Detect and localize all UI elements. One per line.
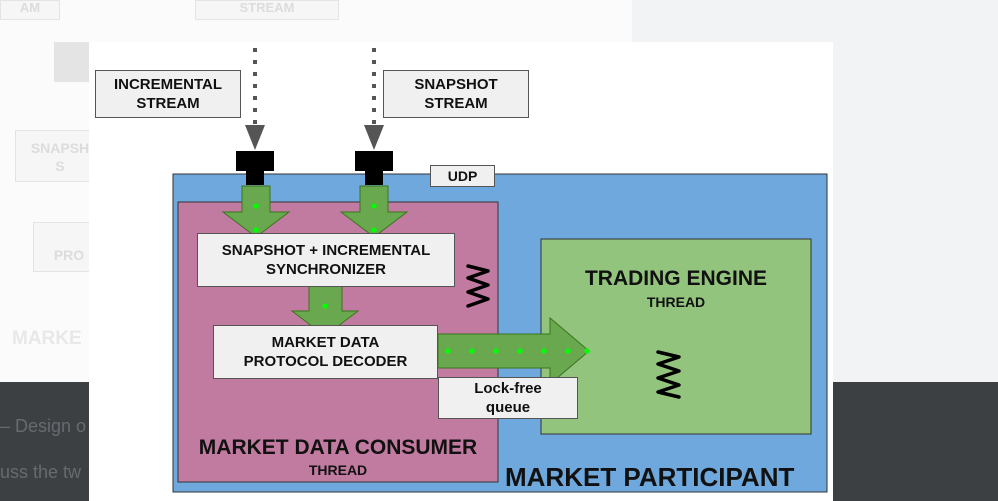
synchronizer-box: SNAPSHOT + INCREMENTAL SYNCHRONIZER bbox=[197, 233, 455, 287]
market-participant-title: MARKET PARTICIPANT bbox=[505, 462, 795, 492]
engine-spring-icon bbox=[656, 350, 681, 399]
snapshot-green-arrow bbox=[339, 185, 409, 238]
incremental-stream-label: INCREMENTAL STREAM bbox=[95, 70, 241, 118]
background-line-2: uss the tw bbox=[0, 462, 82, 482]
sync-to-decoder-arrow bbox=[290, 285, 360, 337]
protocol-decoder-box: MARKET DATA PROTOCOL DECODER bbox=[213, 325, 438, 379]
snapshot-arrow-head bbox=[364, 125, 384, 150]
incremental-connector-icon bbox=[236, 151, 274, 185]
background-line-1: – Design o bbox=[0, 416, 87, 436]
snapshot-stream-label: SNAPSHOT STREAM bbox=[383, 70, 529, 118]
incremental-arrow-head bbox=[245, 125, 265, 150]
incremental-green-arrow bbox=[221, 185, 291, 238]
background-box-center: STREAM bbox=[195, 0, 339, 20]
trading-engine-subtitle: THREAD bbox=[646, 294, 706, 310]
market-data-consumer-subtitle: THREAD bbox=[308, 462, 368, 478]
market-data-consumer-title: MARKET DATA CONSUMER bbox=[198, 436, 478, 459]
snapshot-connector-icon bbox=[355, 151, 393, 185]
background-box-left: AM bbox=[0, 0, 60, 20]
lock-free-queue-box: Lock-free queue bbox=[438, 377, 578, 419]
udp-label: UDP bbox=[430, 165, 495, 187]
background-connector-icon bbox=[54, 42, 89, 82]
background-market-text: MARKE bbox=[12, 328, 82, 349]
trading-engine-title: TRADING ENGINE bbox=[584, 267, 767, 290]
consumer-spring-icon bbox=[466, 264, 490, 308]
trading-engine-box bbox=[540, 238, 812, 435]
queue-green-arrow bbox=[437, 316, 590, 386]
